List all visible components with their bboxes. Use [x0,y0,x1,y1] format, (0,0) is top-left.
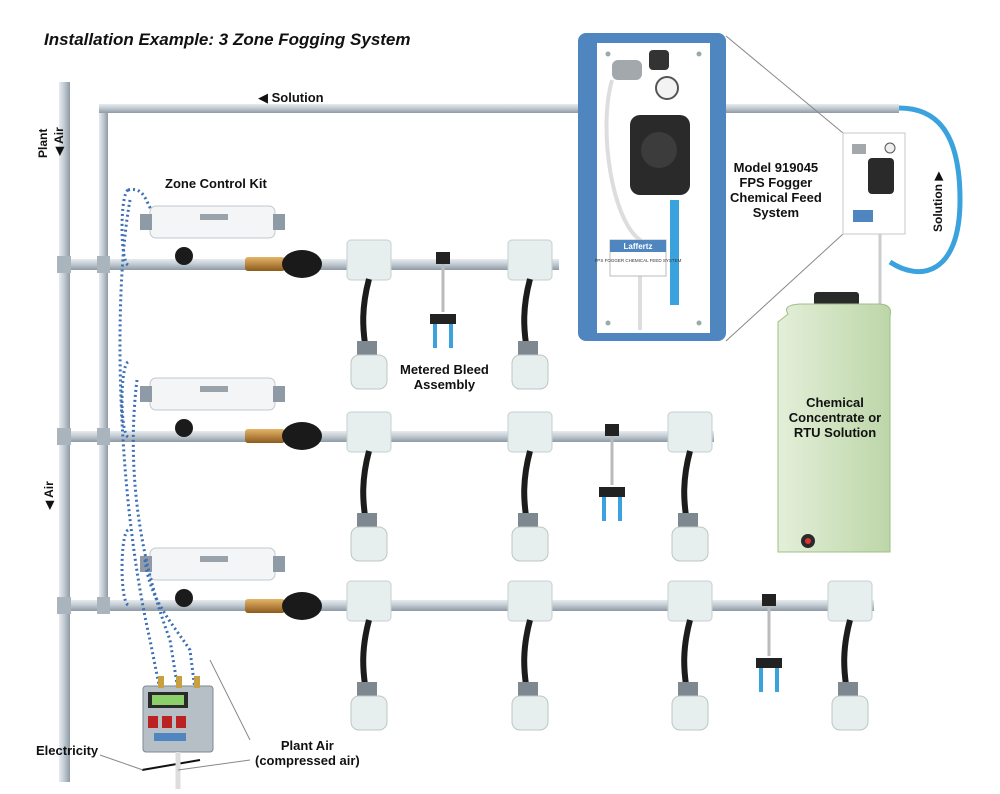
metered-bleed-line-1: Metered Bleed [400,362,489,377]
air-label-mid: ◀ Air [42,481,56,510]
solution-riser-pipe [99,104,108,604]
model-line-3: Chemical Feed [730,190,822,205]
solution-label-side: Solution ▶ [931,171,945,232]
fog-nozzle [667,411,713,562]
zone-controller [141,676,214,789]
fog-nozzle [507,580,553,731]
zone-control-kit-label: Zone Control Kit [165,176,267,191]
callout-line [725,35,844,134]
plant-air-line-1: Plant Air [280,738,334,753]
plant-air-label: Plant Air (compressed air) [255,738,360,768]
callout-line [209,659,251,741]
callout-line [177,759,251,771]
solution-label-top: ◀ Solution [258,90,324,105]
fog-nozzle [346,411,392,562]
fog-nozzle [667,580,713,731]
plant-air-line-2: (compressed air) [255,753,360,768]
chemical-line-1: Chemical [806,395,864,410]
fog-nozzle [346,580,392,731]
zone-row-3 [57,597,874,614]
solution-supply-pipe [99,104,899,113]
model-label: Model 919045 FPS Fogger Chemical Feed Sy… [730,160,822,220]
chemical-feed-panel: Laffertz FPS FOGGER CHEMICAL FEED SYSTEM [578,33,726,341]
metered-bleed-assembly-2 [599,424,625,521]
model-line-2: FPS Fogger [739,175,813,190]
panel-brand: Laffertz [624,242,653,251]
plant-label: Plant [36,128,50,158]
electricity-label: Electricity [36,743,99,758]
zone-control-kit-3 [120,528,322,620]
fog-nozzle [507,239,553,390]
fog-nozzles [346,239,873,731]
chemical-tank [777,292,891,553]
fog-nozzle [507,411,553,562]
small-feed-panel [842,132,906,305]
chemical-line-2: Concentrate or [788,410,882,425]
callout-line [99,754,144,771]
air-label-top: ◀ Air [52,127,66,156]
page-title: Installation Example: 3 Zone Fogging Sys… [44,30,411,49]
fog-nozzle [827,580,873,731]
metered-bleed-line-2: Assembly [413,377,476,392]
panel-caption: FPS FOGGER CHEMICAL FEED SYSTEM [595,258,682,263]
metered-bleed-assembly-3 [756,594,782,692]
control-tubing [118,199,162,691]
callout-line [725,233,844,342]
solution-hose [888,105,963,275]
zone-control-kit-2 [120,360,322,450]
metered-bleed-assembly-1 [430,252,456,348]
zone-control-kit-1 [120,188,322,278]
model-line-4: System [752,205,799,220]
model-line-1: Model 919045 [733,160,819,175]
metered-bleed-label: Metered Bleed Assembly [400,362,489,392]
fog-nozzle [346,239,392,390]
chemical-line-3: RTU Solution [793,425,877,440]
chemical-tank-label: Chemical Concentrate or RTU Solution [782,395,888,440]
